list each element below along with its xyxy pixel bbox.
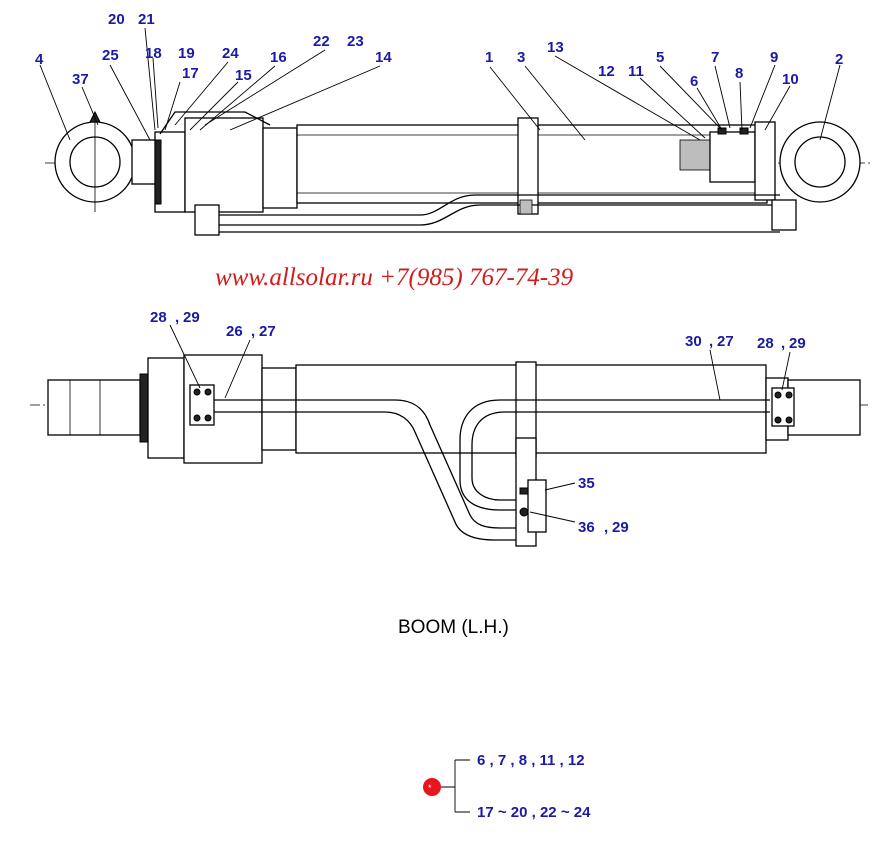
callout-7: 7	[711, 49, 719, 66]
callout-8: 8	[735, 65, 743, 82]
leader-lines-top	[39, 27, 841, 141]
callouts-bottom: 28 29 26 27 30 27 28 29 35 36 29	[150, 309, 806, 536]
watermark-text: www.allsolar.ru +7(985) 767-74-39	[215, 264, 574, 291]
callout-23: 23	[347, 33, 364, 50]
legend-marker	[423, 778, 441, 796]
callout-29-right: 29	[789, 335, 806, 352]
callout-29-clamp: 29	[612, 519, 629, 536]
callout-12: 12	[598, 63, 615, 80]
cylinder-plan-view	[30, 354, 870, 547]
callout-35: 35	[578, 475, 595, 492]
callout-19: 19	[178, 45, 195, 62]
callout-24: 24	[222, 45, 239, 62]
callout-26: 26	[226, 323, 243, 340]
callout-27: 27	[259, 323, 276, 340]
callout-10: 10	[782, 71, 799, 88]
callout-16: 16	[270, 49, 287, 66]
callout-36: 36	[578, 519, 595, 536]
callout-3: 3	[517, 49, 525, 66]
callout-14: 14	[375, 49, 392, 66]
callout-30: 30	[685, 333, 702, 350]
legend-kit: * 6 , 7 , 8 , 11 , 12 17 ~ 20 , 22 ~ 24	[423, 752, 591, 821]
svg-text:,: ,	[709, 333, 713, 350]
callout-22: 22	[313, 33, 330, 50]
callout-29: 29	[183, 309, 200, 326]
callout-17: 17	[182, 65, 199, 82]
callouts-top: 20 21 25 18 19 17 24 15 16 22 23 14 4 37…	[35, 11, 843, 90]
callout-13: 13	[547, 39, 564, 56]
callout-15: 15	[235, 67, 252, 84]
callout-18: 18	[145, 45, 162, 62]
svg-text:,: ,	[781, 335, 785, 352]
callout-11: 11	[628, 63, 644, 80]
callout-25: 25	[102, 47, 119, 64]
leader-lines-bottom	[169, 324, 791, 523]
callout-21: 21	[138, 11, 155, 28]
view-title: BOOM (L.H.)	[398, 617, 509, 638]
callout-37: 37	[72, 71, 89, 88]
legend-group-a: 6 , 7 , 8 , 11 , 12	[477, 752, 585, 769]
comma-separators: , , , , ,	[175, 309, 785, 536]
callout-6: 6	[690, 73, 698, 90]
callout-2: 2	[835, 51, 843, 68]
svg-text:,: ,	[175, 309, 179, 326]
legend-group-b: 17 ~ 20 , 22 ~ 24	[477, 804, 591, 821]
svg-text:,: ,	[604, 519, 608, 536]
callout-28-right: 28	[757, 335, 774, 352]
callout-1: 1	[485, 49, 493, 66]
callout-20: 20	[108, 11, 125, 28]
svg-text:*: *	[428, 783, 432, 793]
callout-4: 4	[35, 51, 44, 68]
callout-9: 9	[770, 49, 778, 66]
callout-27-right: 27	[717, 333, 734, 350]
svg-text:,: ,	[251, 323, 255, 340]
callout-28: 28	[150, 309, 167, 326]
cylinder-side-view	[45, 110, 870, 236]
callout-5: 5	[656, 49, 664, 66]
